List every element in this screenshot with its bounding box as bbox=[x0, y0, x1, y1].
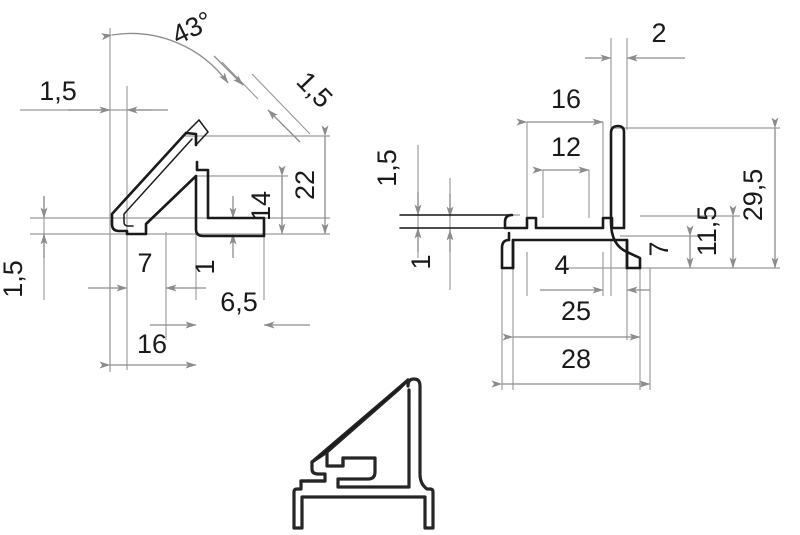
dim-left-bottom-1-5: 1,5 bbox=[0, 196, 48, 298]
dim-width-4: 4 bbox=[540, 250, 650, 294]
dim-angle-43: 43° bbox=[101, 5, 229, 84]
dim-label-height-22: 22 bbox=[290, 170, 320, 200]
dim-label-diagonal-1-5: 1,5 bbox=[291, 66, 339, 114]
dim-width-28: 28 bbox=[491, 268, 651, 390]
dim-label-height-29-5: 29,5 bbox=[738, 169, 768, 222]
dim-height-7-right: 7 bbox=[644, 225, 694, 269]
dim-label-top-width-2: 2 bbox=[651, 18, 666, 48]
dim-width-6-5: 6,5 bbox=[150, 287, 310, 329]
dim-top-width-2: 2 bbox=[585, 18, 685, 62]
dim-height-14: 14 bbox=[246, 165, 286, 235]
dim-width-12: 12 bbox=[532, 132, 590, 174]
dim-width-16-right: 16 bbox=[516, 84, 604, 126]
dim-label-width-28: 28 bbox=[561, 344, 591, 374]
dim-height-11-5: 11,5 bbox=[692, 205, 737, 269]
dim-label-angle-43: 43° bbox=[167, 5, 217, 50]
dim-width-25: 25 bbox=[502, 296, 641, 341]
dim-label-height-14: 14 bbox=[246, 191, 276, 221]
dim-left-top-1-5: 1,5 bbox=[39, 76, 168, 114]
left-view: 43° 1,5 1,5 22 14 1, bbox=[0, 5, 338, 372]
dim-label-thickness-1: 1 bbox=[190, 259, 220, 274]
dim-label-width-7: 7 bbox=[137, 248, 152, 278]
dim-diagonal-1-5: 1,5 bbox=[213, 55, 339, 143]
dim-width-16: 16 bbox=[99, 329, 197, 369]
dim-label-height-7-right: 7 bbox=[644, 241, 674, 256]
dim-height-29-5: 29,5 bbox=[738, 117, 779, 269]
dim-label-width-16: 16 bbox=[137, 329, 167, 359]
dim-right-1: 1 bbox=[406, 194, 454, 270]
iso-view bbox=[292, 377, 435, 530]
dim-label-right-1: 1 bbox=[406, 254, 436, 269]
dim-right-1-5: 1,5 bbox=[372, 149, 422, 252]
dim-label-width-25: 25 bbox=[561, 296, 591, 326]
dim-label-left-bottom-1-5: 1,5 bbox=[0, 260, 28, 298]
dim-width-7: 7 bbox=[88, 248, 206, 292]
left-view-profile bbox=[110, 119, 266, 238]
dim-height-22: 22 bbox=[290, 125, 329, 235]
right-view: 2 16 12 1,5 29,5 11,5 bbox=[372, 18, 780, 390]
right-view-profile bbox=[399, 124, 642, 270]
dim-thickness-1: 1 bbox=[190, 196, 237, 275]
dim-label-width-6-5: 6,5 bbox=[220, 287, 258, 317]
dim-label-width-16-right: 16 bbox=[551, 84, 581, 114]
dim-label-height-11-5: 11,5 bbox=[692, 206, 722, 257]
dim-label-width-12: 12 bbox=[551, 132, 581, 162]
dim-label-left-top-1-5: 1,5 bbox=[39, 76, 77, 106]
dim-label-right-1-5: 1,5 bbox=[372, 149, 402, 187]
dim-label-width-4: 4 bbox=[554, 250, 569, 280]
